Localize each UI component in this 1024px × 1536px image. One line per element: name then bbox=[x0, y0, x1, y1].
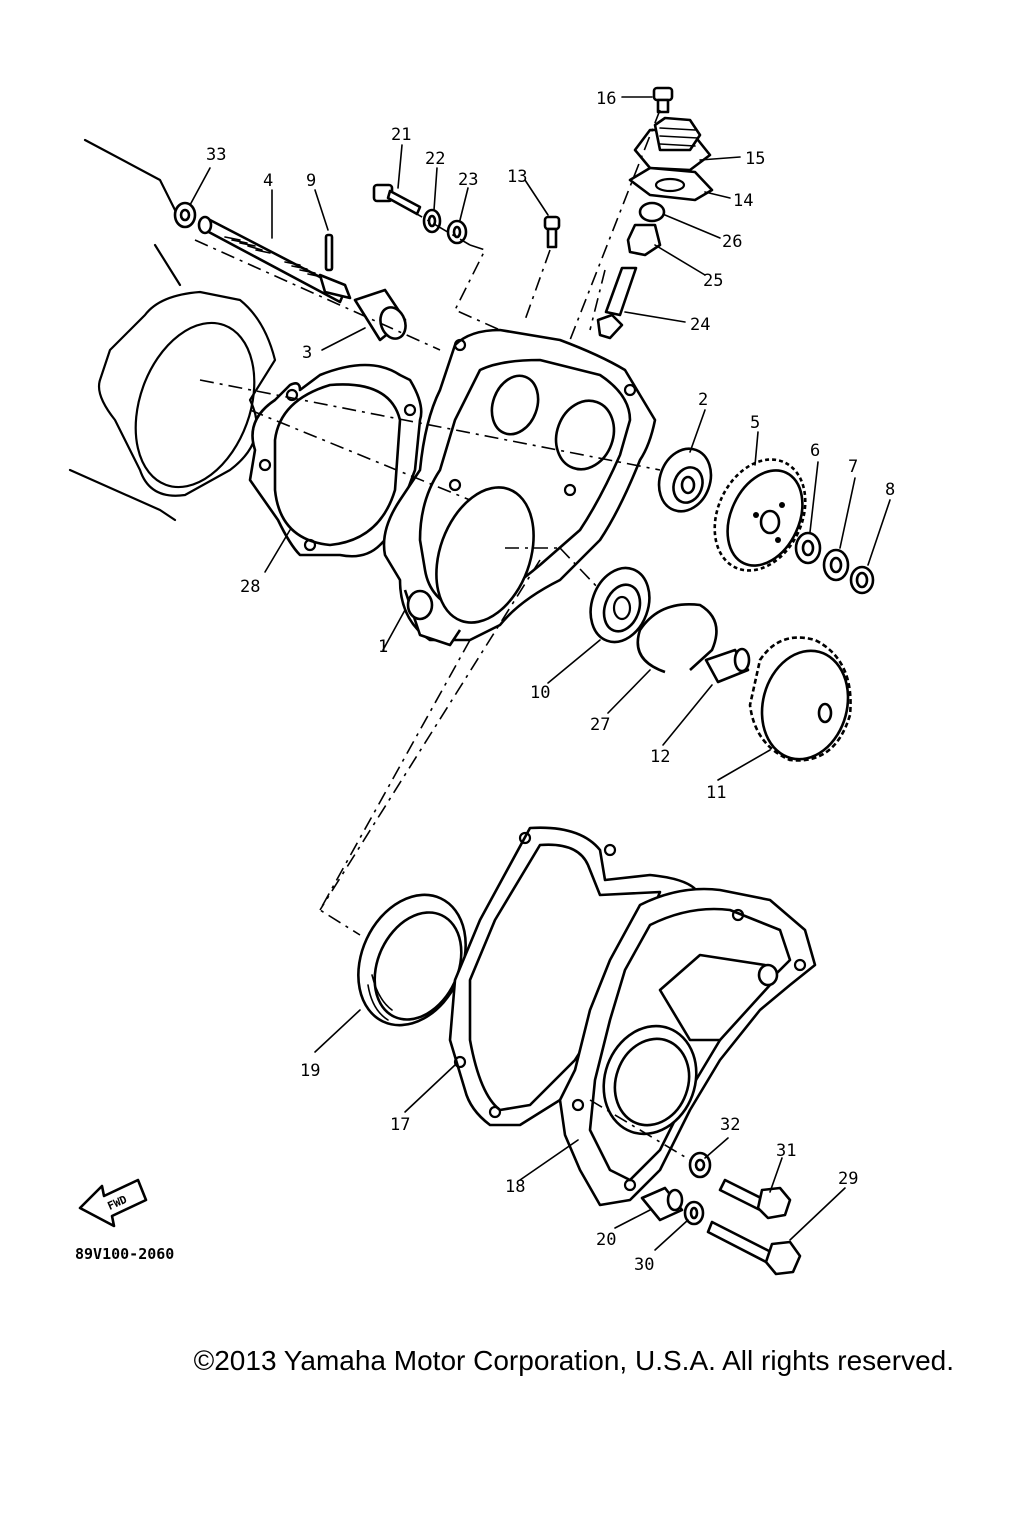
callout-9: 9 bbox=[306, 171, 316, 191]
catalog-code: 89V100-2060 bbox=[75, 1245, 175, 1263]
callout-29: 29 bbox=[838, 1169, 858, 1189]
callout-8: 8 bbox=[885, 480, 895, 500]
pin-12 bbox=[704, 647, 751, 684]
callout-23: 23 bbox=[458, 170, 478, 190]
washer-30 bbox=[683, 1200, 705, 1226]
gear-11 bbox=[748, 636, 852, 762]
callout-4: 4 bbox=[263, 171, 273, 191]
collar-3 bbox=[353, 288, 407, 342]
bearing-2 bbox=[657, 447, 713, 513]
washer-32 bbox=[688, 1151, 712, 1179]
screw-16 bbox=[652, 86, 674, 114]
bolt-31 bbox=[718, 1178, 792, 1220]
callout-33: 33 bbox=[206, 145, 226, 165]
seal-26 bbox=[638, 201, 666, 223]
callout-13: 13 bbox=[507, 167, 527, 187]
gasket-14 bbox=[628, 166, 714, 202]
pin-9 bbox=[324, 233, 334, 272]
callout-32: 32 bbox=[720, 1115, 740, 1135]
housing-1 bbox=[382, 328, 657, 647]
callout-31: 31 bbox=[776, 1141, 796, 1161]
gear-shaft-24 bbox=[596, 266, 638, 340]
bearing-10 bbox=[589, 566, 651, 644]
callout-1: 1 bbox=[378, 637, 388, 657]
callout-18: 18 bbox=[505, 1177, 525, 1197]
screw-13 bbox=[543, 215, 561, 249]
bushing-25 bbox=[626, 223, 662, 257]
washer-33 bbox=[173, 201, 197, 229]
callout-21: 21 bbox=[391, 125, 411, 145]
callout-16: 16 bbox=[596, 89, 616, 109]
dowel-20 bbox=[640, 1186, 684, 1222]
callout-10: 10 bbox=[530, 683, 550, 703]
callout-27: 27 bbox=[590, 715, 610, 735]
washer-7 bbox=[822, 548, 850, 582]
washer-6 bbox=[794, 531, 822, 565]
copyright-notice: ©2013 Yamaha Motor Corporation, U.S.A. A… bbox=[193, 1345, 954, 1376]
washer-23 bbox=[446, 219, 468, 245]
callout-11: 11 bbox=[706, 783, 726, 803]
assembly-lines bbox=[194, 109, 691, 1161]
callout-7: 7 bbox=[848, 457, 858, 477]
callout-5: 5 bbox=[750, 413, 760, 433]
bolt-21 bbox=[372, 183, 422, 216]
callout-15: 15 bbox=[745, 149, 765, 169]
callout-labels: 1 2 3 4 5 6 7 8 9 10 11 12 13 14 15 16 1… bbox=[206, 89, 895, 1275]
bolt-29 bbox=[706, 1220, 802, 1276]
gasket-28 bbox=[248, 363, 423, 558]
callout-26: 26 bbox=[722, 232, 742, 252]
callout-24: 24 bbox=[690, 315, 710, 335]
washer-22 bbox=[422, 208, 442, 234]
callout-14: 14 bbox=[733, 191, 753, 211]
shaft-4 bbox=[197, 215, 352, 304]
leader-lines bbox=[189, 96, 891, 1251]
callout-30: 30 bbox=[634, 1255, 654, 1275]
gear-5 bbox=[713, 458, 807, 572]
callout-19: 19 bbox=[300, 1061, 320, 1081]
callout-6: 6 bbox=[810, 441, 820, 461]
cover-18 bbox=[558, 887, 817, 1207]
crankcase-outline bbox=[68, 138, 277, 522]
callout-2: 2 bbox=[698, 390, 708, 410]
callout-25: 25 bbox=[703, 271, 723, 291]
fwd-arrow-icon: FWD bbox=[78, 1178, 148, 1228]
circlip-8 bbox=[849, 565, 875, 595]
oil-seal-19 bbox=[357, 893, 467, 1027]
callout-17: 17 bbox=[390, 1115, 410, 1135]
exploded-parts-diagram: 1 2 3 4 5 6 7 8 9 10 11 12 13 14 15 16 1… bbox=[68, 86, 895, 1276]
callout-20: 20 bbox=[596, 1230, 616, 1250]
callout-22: 22 bbox=[425, 149, 445, 169]
callout-12: 12 bbox=[650, 747, 670, 767]
circlip-27 bbox=[636, 603, 718, 674]
callout-3: 3 bbox=[302, 343, 312, 363]
callout-28: 28 bbox=[240, 577, 260, 597]
